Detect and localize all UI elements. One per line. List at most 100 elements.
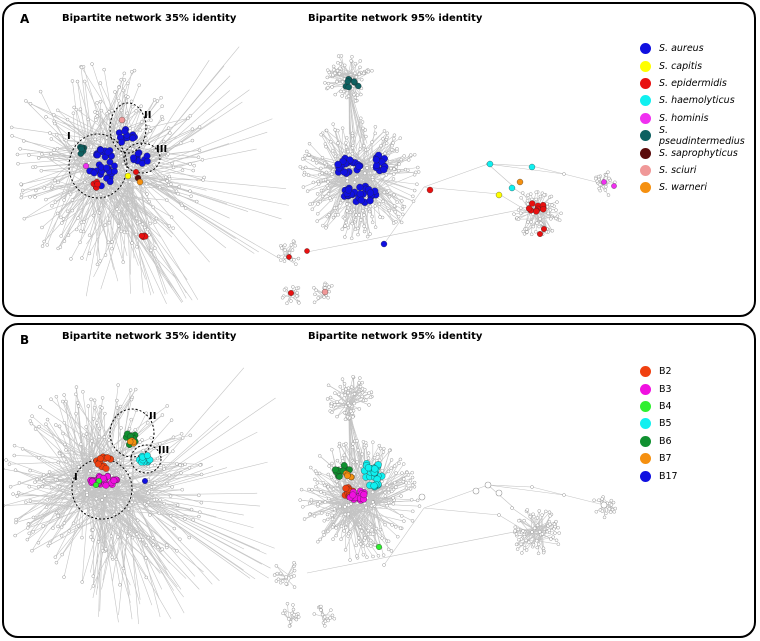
network-node — [153, 463, 157, 467]
network-edge — [95, 491, 112, 595]
network-node — [351, 415, 355, 419]
network-node — [385, 483, 389, 487]
network-node — [36, 541, 41, 545]
network-node — [129, 397, 134, 402]
network-node — [130, 241, 134, 245]
network-node — [319, 166, 323, 171]
network-node — [162, 501, 166, 506]
network-edge — [102, 168, 173, 238]
network-node — [399, 220, 404, 225]
network-node — [357, 72, 361, 77]
colored-node — [601, 179, 607, 185]
network-node — [328, 395, 333, 400]
network-edge — [348, 411, 359, 457]
colored-node — [611, 183, 617, 189]
network-node — [110, 108, 114, 113]
network-node — [378, 527, 383, 532]
network-node — [314, 288, 318, 292]
network-edge — [118, 433, 182, 461]
network-node — [146, 535, 151, 540]
cluster-label: II — [149, 411, 156, 422]
network-edge — [48, 466, 79, 476]
network-node — [190, 138, 195, 143]
network-node — [302, 170, 307, 175]
colored-node — [344, 472, 351, 479]
network-node — [89, 455, 94, 460]
network-edge — [61, 508, 91, 537]
network-edge — [25, 501, 91, 510]
network-node — [61, 217, 66, 221]
network-node — [398, 457, 403, 462]
network-node — [327, 285, 331, 289]
network-edge — [345, 389, 349, 404]
panel-label: B — [20, 333, 30, 347]
colored-node — [144, 157, 151, 165]
network-node — [554, 216, 558, 221]
network-node — [197, 514, 201, 519]
network-node — [325, 512, 330, 517]
network-node — [331, 487, 336, 491]
network-node — [336, 61, 340, 65]
network-node — [308, 202, 312, 206]
network-edge — [353, 462, 375, 506]
network-node — [592, 498, 596, 503]
network-node — [366, 451, 371, 455]
network-node — [354, 75, 359, 79]
cluster-outline — [123, 142, 161, 174]
colored-node — [344, 186, 353, 194]
network-node — [152, 163, 156, 167]
colored-node — [357, 196, 365, 204]
network-node — [331, 537, 335, 541]
network-node — [345, 179, 349, 184]
network-node — [135, 245, 139, 249]
network-node — [368, 522, 373, 527]
network-node — [179, 432, 184, 436]
network-edge — [348, 499, 396, 528]
network-node — [50, 204, 54, 208]
network-node — [289, 299, 293, 303]
cluster-label: III — [156, 144, 167, 155]
network-edge — [526, 510, 536, 529]
network-node — [167, 224, 172, 228]
colored-node — [104, 148, 112, 156]
network-node — [127, 180, 132, 184]
network-edge — [328, 385, 346, 396]
network-edge — [133, 75, 231, 175]
legend-species: S. aureus S. capitis S. epidermidis S. h… — [640, 40, 754, 197]
network-node — [314, 161, 319, 165]
network-node — [322, 519, 327, 523]
network-edge — [287, 603, 290, 619]
network-node — [40, 484, 45, 489]
colored-node — [345, 83, 352, 91]
network-node — [326, 81, 331, 86]
network-edge — [49, 132, 98, 173]
network-node — [365, 166, 369, 170]
network-node — [342, 529, 346, 533]
network-edge — [118, 169, 162, 269]
network-node — [396, 534, 400, 539]
colored-node — [134, 150, 142, 157]
network-node — [95, 262, 100, 267]
network-node — [132, 68, 137, 73]
network-node — [191, 168, 196, 173]
network-node — [360, 77, 364, 82]
network-node — [408, 153, 413, 157]
network-edge — [376, 178, 394, 190]
network-node — [117, 99, 121, 103]
network-node — [51, 526, 55, 530]
network-node — [343, 216, 347, 221]
network-node — [517, 537, 521, 542]
network-node — [364, 505, 368, 510]
network-node — [402, 154, 406, 158]
network-node — [346, 512, 351, 516]
network-node — [107, 438, 111, 442]
network-node — [356, 232, 360, 237]
network-node — [107, 220, 112, 225]
network-node — [283, 255, 287, 260]
network-node — [330, 410, 334, 415]
network-node — [117, 209, 121, 214]
network-edge — [373, 501, 413, 522]
colored-node — [129, 134, 137, 142]
network-node — [562, 493, 566, 497]
network-edge — [108, 167, 162, 279]
